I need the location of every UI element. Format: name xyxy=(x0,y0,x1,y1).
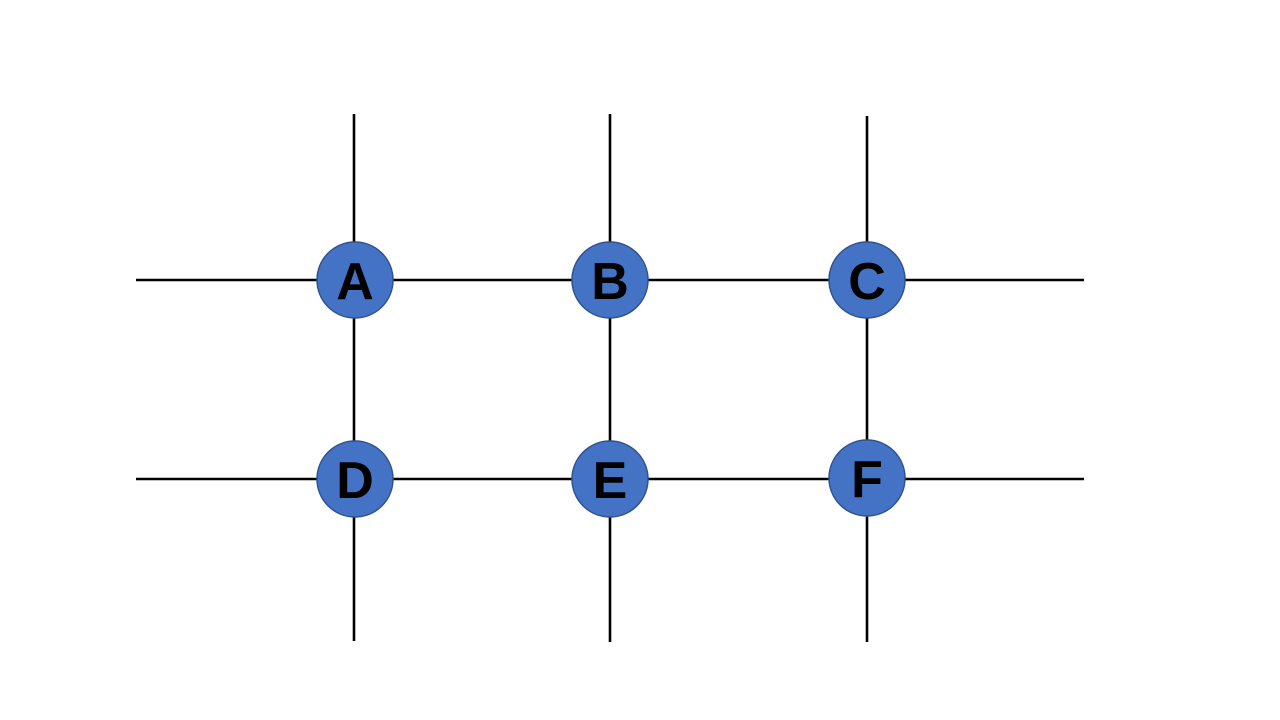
node-C-label: C xyxy=(848,253,886,311)
node-C: C xyxy=(828,241,906,319)
node-F: F xyxy=(828,439,906,517)
node-C-circle xyxy=(828,241,906,319)
node-D-circle xyxy=(316,440,394,518)
node-E-label: E xyxy=(593,452,628,510)
node-B-circle xyxy=(571,241,649,319)
node-A: A xyxy=(316,241,394,319)
node-D: D xyxy=(316,440,394,518)
node-F-label: F xyxy=(851,451,883,509)
node-D-label: D xyxy=(336,452,374,510)
node-F-circle xyxy=(828,439,906,517)
node-A-circle xyxy=(316,241,394,319)
node-B-label: B xyxy=(591,253,629,311)
node-E: E xyxy=(571,440,649,518)
node-E-circle xyxy=(571,440,649,518)
node-A-label: A xyxy=(336,253,374,311)
node-B: B xyxy=(571,241,649,319)
